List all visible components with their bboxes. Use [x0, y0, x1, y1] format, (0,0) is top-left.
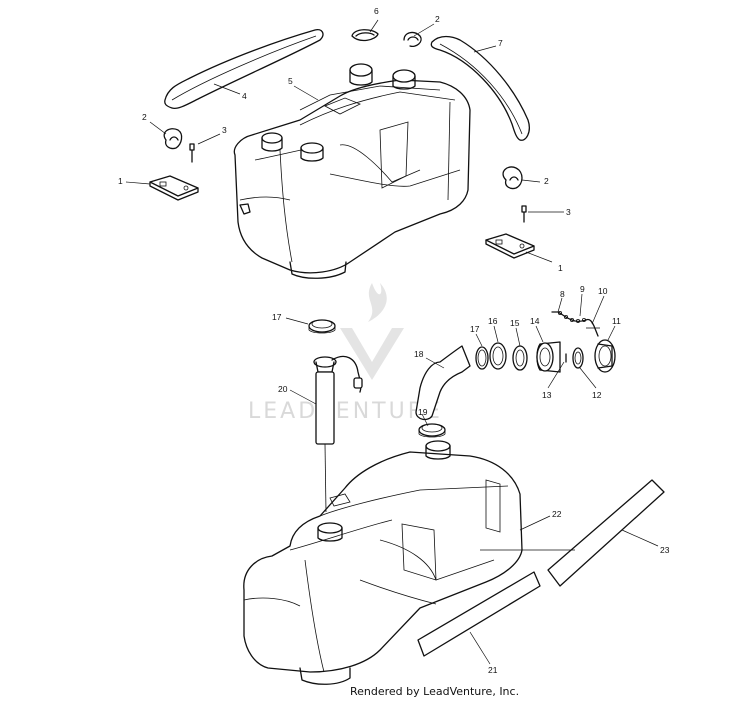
- footer-credit: Rendered by LeadVenture, Inc.: [350, 685, 519, 698]
- callout-20: 20: [278, 384, 288, 394]
- callout-22: 22: [552, 509, 562, 519]
- callout-11: 11: [612, 316, 621, 326]
- callout-2-right: 2: [544, 176, 549, 186]
- callout-17-right: 17: [470, 324, 480, 334]
- callout-21: 21: [488, 665, 498, 675]
- part-12-o-ring[interactable]: [572, 347, 584, 369]
- callout-6: 6: [374, 6, 379, 16]
- part-3-pin-right[interactable]: [521, 205, 527, 223]
- callout-7: 7: [498, 38, 503, 48]
- part-14-filler-neck[interactable]: [536, 341, 561, 373]
- part-7-right-strap[interactable]: [430, 35, 530, 141]
- callout-9: 9: [580, 284, 585, 294]
- part-16-nut[interactable]: [489, 342, 507, 370]
- part-21-pad-strip[interactable]: [417, 571, 541, 657]
- part-2-clip-left[interactable]: [163, 128, 183, 150]
- part-2-clip-right[interactable]: [502, 166, 523, 190]
- leader-lines: [125, 19, 659, 665]
- part-4-left-strap[interactable]: [164, 28, 324, 110]
- part-17-ring-right[interactable]: [475, 346, 489, 370]
- part-2-clip-top[interactable]: [403, 31, 422, 48]
- callout-17-left: 17: [272, 312, 282, 322]
- callout-10: 10: [598, 286, 608, 296]
- part-3-pin-left[interactable]: [189, 143, 195, 163]
- callout-2-top: 2: [435, 14, 440, 24]
- callout-8: 8: [560, 289, 565, 299]
- part-1-bracket-right[interactable]: [485, 233, 535, 259]
- flame-v-logo-icon: [340, 283, 404, 380]
- part-20-fuel-sender[interactable]: [313, 355, 363, 513]
- callout-3-left: 3: [222, 125, 227, 135]
- callout-12: 12: [592, 390, 602, 400]
- part-17-ring-left[interactable]: [308, 319, 336, 334]
- part-19-ring[interactable]: [418, 423, 446, 438]
- part-18-filler-hose[interactable]: [415, 345, 471, 421]
- callout-23: 23: [660, 545, 670, 555]
- lower-fuel-tank[interactable]: [243, 440, 523, 685]
- part-8-9-10-tether[interactable]: [551, 310, 600, 337]
- callout-14: 14: [530, 316, 540, 326]
- part-15-gasket[interactable]: [512, 345, 528, 371]
- callout-16: 16: [488, 316, 498, 326]
- callout-labels: 6 2 7 4 5 2 3 1 2 3 1 17 20 18 19 17 16 …: [118, 6, 670, 675]
- part-11-fuel-cap[interactable]: [594, 339, 616, 373]
- part-6-clip[interactable]: [351, 29, 379, 42]
- callout-4: 4: [242, 91, 247, 101]
- part-1-bracket-left[interactable]: [149, 175, 199, 201]
- part-23-pad-strip[interactable]: [547, 479, 665, 587]
- callout-3-right: 3: [566, 207, 571, 217]
- callout-13: 13: [542, 390, 552, 400]
- callout-1-right: 1: [558, 263, 563, 273]
- callout-2-left: 2: [142, 112, 147, 122]
- watermark-text: LEADVENTURE: [248, 399, 443, 424]
- upper-fuel-tank[interactable]: [233, 63, 471, 279]
- callout-1-left: 1: [118, 176, 123, 186]
- callout-19: 19: [418, 407, 428, 417]
- callout-18: 18: [414, 349, 424, 359]
- watermark: LEADVENTURE: [248, 283, 443, 424]
- callout-15: 15: [510, 318, 520, 328]
- callout-5: 5: [288, 76, 293, 86]
